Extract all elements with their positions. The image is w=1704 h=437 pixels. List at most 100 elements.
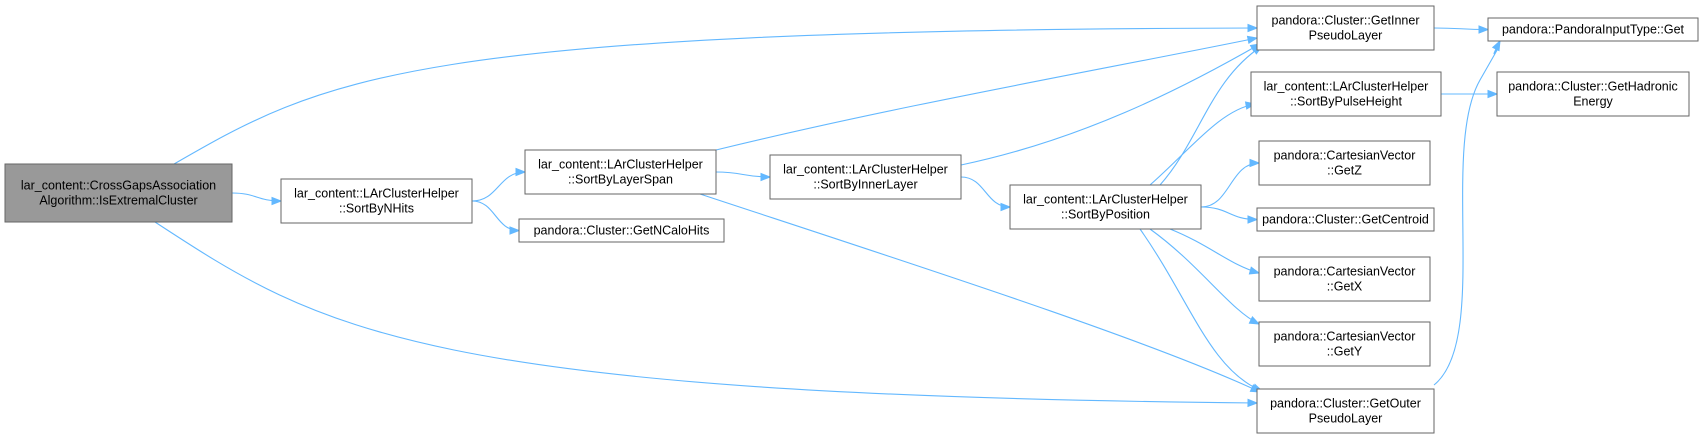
- node-label: ::SortByNHits: [339, 202, 414, 216]
- node-label: pandora::Cluster::GetHadronic: [1508, 80, 1678, 94]
- node-label: Energy: [1573, 95, 1613, 109]
- node-inputGet[interactable]: pandora::PandoraInputType::Get: [1487, 17, 1699, 42]
- node-label: pandora::Cluster::GetInner: [1272, 14, 1420, 28]
- node-label: ::SortByPulseHeight: [1290, 95, 1402, 109]
- edge-sortNHits-to-getNCaloHits: [471, 200, 521, 235]
- node-box: [1256, 5, 1435, 51]
- edge-sortPosition-to-getInner: [1159, 45, 1264, 186]
- arrowhead-icon: [1247, 215, 1259, 224]
- node-getCentroid[interactable]: pandora::Cluster::GetCentroid: [1256, 207, 1435, 232]
- edge-getInner-to-inputGet: [1433, 25, 1490, 34]
- node-sortInnerLayer[interactable]: lar_content::LArClusterHelper::SortByInn…: [769, 154, 962, 200]
- arrowhead-icon: [509, 226, 521, 235]
- edge-sortLayerSpan-to-sortInnerLayer: [715, 171, 772, 182]
- edge-line: [1149, 228, 1260, 325]
- node-getY[interactable]: pandora::CartesianVector::GetY: [1258, 321, 1431, 367]
- arrowhead-icon: [1487, 89, 1499, 99]
- edge-line: [715, 37, 1258, 151]
- edge-root-to-sortNHits: [231, 192, 283, 206]
- edge-line: [1149, 103, 1256, 186]
- node-label: ::SortByLayerSpan: [568, 173, 673, 187]
- arrowhead-icon: [515, 167, 527, 177]
- edge-sortInnerLayer-to-getInner: [960, 43, 1262, 166]
- node-label: pandora::CartesianVector: [1274, 265, 1416, 279]
- node-label: lar_content::CrossGapsAssociation: [21, 179, 216, 193]
- node-box: [1250, 71, 1442, 117]
- arrowhead-icon: [271, 196, 283, 206]
- node-box: [518, 218, 725, 243]
- node-label: pandora::CartesianVector: [1274, 149, 1416, 163]
- node-box: [1258, 321, 1431, 367]
- edge-sortNHits-to-sortLayerSpan: [471, 167, 527, 202]
- edge-line: [1433, 40, 1501, 386]
- edge-line: [960, 43, 1261, 166]
- node-label: pandora::PandoraInputType::Get: [1502, 23, 1685, 37]
- edge-getOuter-to-inputGet: [1433, 39, 1501, 386]
- node-getX[interactable]: pandora::CartesianVector::GetX: [1258, 256, 1431, 302]
- edge-sortPosition-to-getX: [1169, 228, 1261, 275]
- edge-line: [154, 221, 1258, 404]
- node-label: ::SortByPosition: [1061, 208, 1150, 222]
- node-label: PseudoLayer: [1309, 412, 1383, 426]
- edge-root-to-getInner: [154, 23, 1259, 176]
- edge-sortPosition-to-getCentroid: [1200, 206, 1259, 224]
- node-label: Algorithm::IsExtremalCluster: [39, 194, 197, 208]
- edge-line: [1159, 45, 1263, 186]
- node-label: ::SortByInnerLayer: [813, 178, 917, 192]
- node-box: [1009, 184, 1202, 230]
- node-getNCaloHits[interactable]: pandora::Cluster::GetNCaloHits: [518, 218, 725, 243]
- node-label: PseudoLayer: [1309, 29, 1383, 43]
- edge-line: [1169, 228, 1260, 274]
- node-box: [1258, 140, 1431, 186]
- node-getZ[interactable]: pandora::CartesianVector::GetZ: [1258, 140, 1431, 186]
- arrowhead-icon: [1248, 266, 1261, 275]
- node-sortPulse[interactable]: lar_content::LArClusterHelper::SortByPul…: [1250, 71, 1442, 117]
- arrowhead-icon: [760, 172, 772, 182]
- edge-line: [699, 193, 1261, 393]
- arrowhead-icon: [1491, 39, 1501, 52]
- node-label: pandora::Cluster::GetOuter: [1270, 397, 1421, 411]
- node-sortLayerSpan[interactable]: lar_content::LArClusterHelper::SortByLay…: [524, 149, 717, 195]
- edge-sortPulse-to-hadronic: [1441, 89, 1499, 99]
- node-box: [524, 149, 717, 195]
- node-label: pandora::Cluster::GetNCaloHits: [534, 224, 710, 238]
- node-label: ::GetX: [1327, 280, 1363, 294]
- node-label: pandora::Cluster::GetCentroid: [1262, 213, 1429, 227]
- call-nodes: lar_content::CrossGapsAssociationAlgorit…: [4, 5, 1699, 434]
- arrowhead-icon: [1247, 398, 1259, 408]
- node-box: [1256, 207, 1435, 232]
- edge-sortLayerSpan-to-getInner: [715, 35, 1259, 151]
- edge-line: [1200, 162, 1260, 208]
- node-box: [1496, 71, 1690, 117]
- edge-line: [471, 200, 520, 232]
- node-box: [1256, 388, 1435, 434]
- edge-line: [471, 171, 526, 202]
- edge-line: [154, 27, 1258, 176]
- node-box: [4, 163, 233, 223]
- edge-sortInnerLayer-to-sortPosition: [960, 176, 1012, 212]
- edge-line: [960, 176, 1011, 208]
- edge-sortPosition-to-getY: [1149, 228, 1261, 325]
- node-label: lar_content::LArClusterHelper: [783, 163, 948, 177]
- call-edges: [154, 23, 1501, 408]
- node-label: lar_content::LArClusterHelper: [1264, 80, 1429, 94]
- node-label: ::GetY: [1327, 345, 1363, 359]
- node-box: [769, 154, 962, 200]
- arrowhead-icon: [1249, 158, 1261, 168]
- node-sortPosition[interactable]: lar_content::LArClusterHelper::SortByPos…: [1009, 184, 1202, 230]
- node-box: [280, 178, 473, 224]
- node-root: lar_content::CrossGapsAssociationAlgorit…: [4, 163, 233, 223]
- arrowhead-icon: [1248, 316, 1261, 325]
- node-box: [1258, 256, 1431, 302]
- node-box: [1487, 17, 1699, 42]
- edge-sortPosition-to-getZ: [1200, 158, 1261, 208]
- arrowhead-icon: [1246, 35, 1259, 45]
- node-label: ::GetZ: [1327, 164, 1362, 178]
- arrowhead-icon: [1000, 202, 1012, 212]
- arrowhead-icon: [1478, 25, 1490, 34]
- node-sortNHits[interactable]: lar_content::LArClusterHelper::SortByNHi…: [280, 178, 473, 224]
